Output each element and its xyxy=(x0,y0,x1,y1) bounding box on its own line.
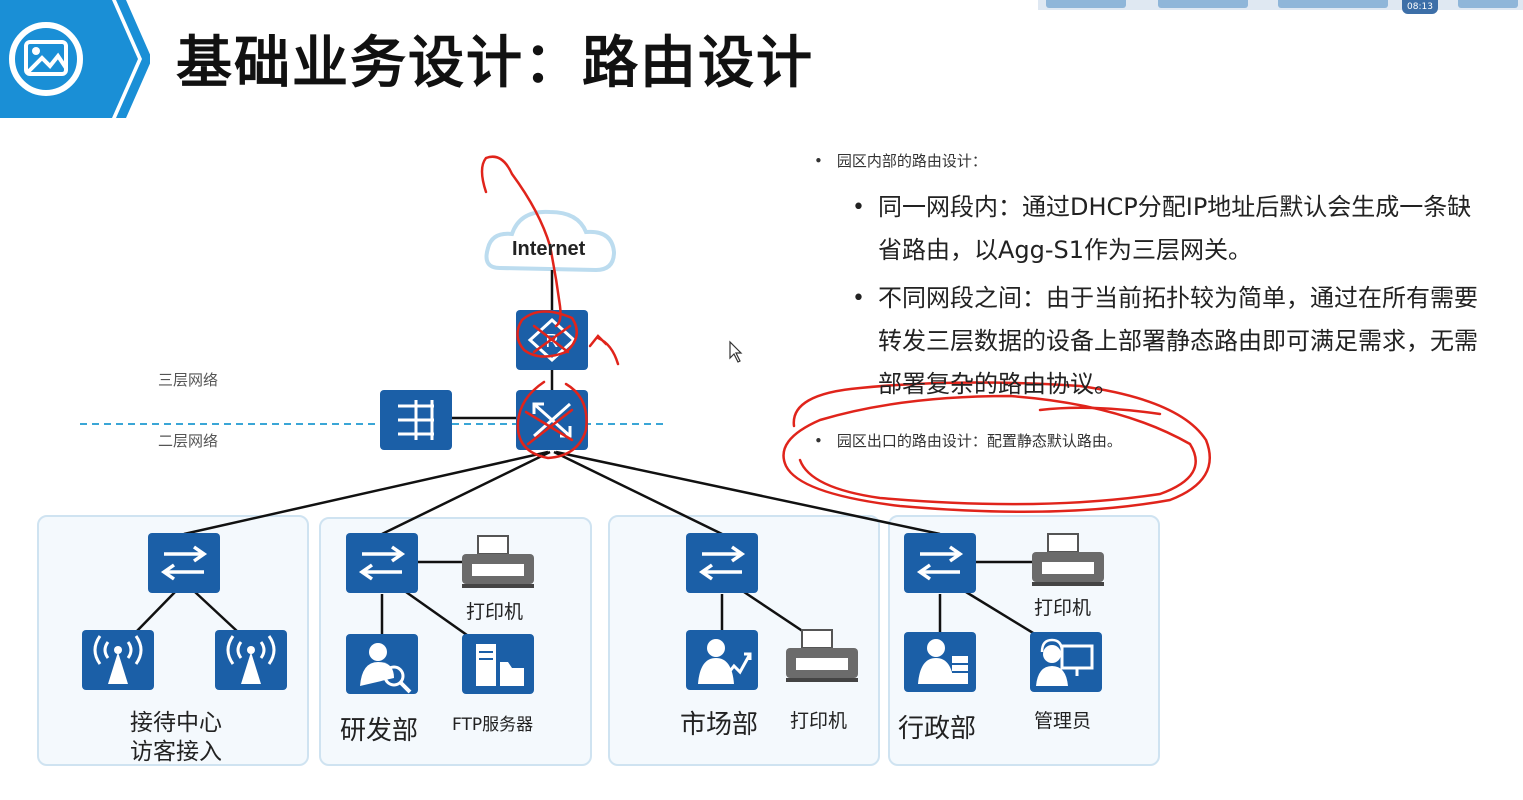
switch-icon xyxy=(346,533,418,593)
dept-label-admin: 行政部 xyxy=(898,714,977,744)
printer-icon xyxy=(1031,533,1105,587)
links xyxy=(135,270,1039,642)
firewall-icon xyxy=(380,390,452,450)
core-switch-icon xyxy=(516,390,588,450)
marketing-user-icon xyxy=(686,630,758,690)
bullet-same-segment: •同一网段内：通过DHCP分配IP地址后默认会生成一条缺省路由，以Agg-S1作… xyxy=(852,193,1472,264)
admin-staff-icon xyxy=(904,632,976,692)
red-annotations xyxy=(480,155,1211,514)
switch-icon xyxy=(686,533,758,593)
mouse-cursor-icon xyxy=(729,340,743,363)
printer-label-marketing: 打印机 xyxy=(790,710,848,732)
administrator-icon xyxy=(1030,632,1102,692)
dept-label-rnd: 研发部 xyxy=(340,716,419,746)
video-timestamp: 08:13 xyxy=(1402,0,1438,14)
ftp-server-icon xyxy=(462,634,534,694)
dept-label-marketing: 市场部 xyxy=(680,710,759,740)
printer-icon xyxy=(785,629,859,683)
switch-icon xyxy=(148,533,220,593)
image-icon xyxy=(9,22,83,96)
page-title: 基础业务设计：路由设计 xyxy=(176,31,814,96)
bullet-exit-routing: •园区出口的路由设计：配置静态默认路由。 xyxy=(814,432,1122,450)
internet-cloud xyxy=(484,209,617,273)
title-badge xyxy=(0,0,150,118)
layer3-label: 三层网络 xyxy=(158,371,219,389)
layer2-label: 二层网络 xyxy=(158,432,219,450)
switch-icon xyxy=(904,533,976,593)
dept-label-reception-line2: 访客接入 xyxy=(130,739,222,765)
developer-icon xyxy=(346,634,418,694)
dept-label-reception-line1: 接待中心 xyxy=(130,710,222,736)
ap-icon xyxy=(82,630,154,690)
printer-icon xyxy=(461,535,535,589)
top-video-strip xyxy=(1038,0,1523,10)
ap-icon xyxy=(215,630,287,690)
internet-label: Internet xyxy=(512,238,586,260)
bullet-different-segment: •不同网段之间：由于当前拓扑较为简单，通过在所有需要转发三层数据的设备上部署静态… xyxy=(852,284,1478,398)
ftp-server-label: FTP服务器 xyxy=(452,715,534,735)
bullet-internal-routing: •园区内部的路由设计： xyxy=(814,152,987,170)
printer-label-rnd: 打印机 xyxy=(466,601,524,623)
printer-label-admin: 打印机 xyxy=(1034,597,1092,619)
administrator-label: 管理员 xyxy=(1034,710,1092,732)
